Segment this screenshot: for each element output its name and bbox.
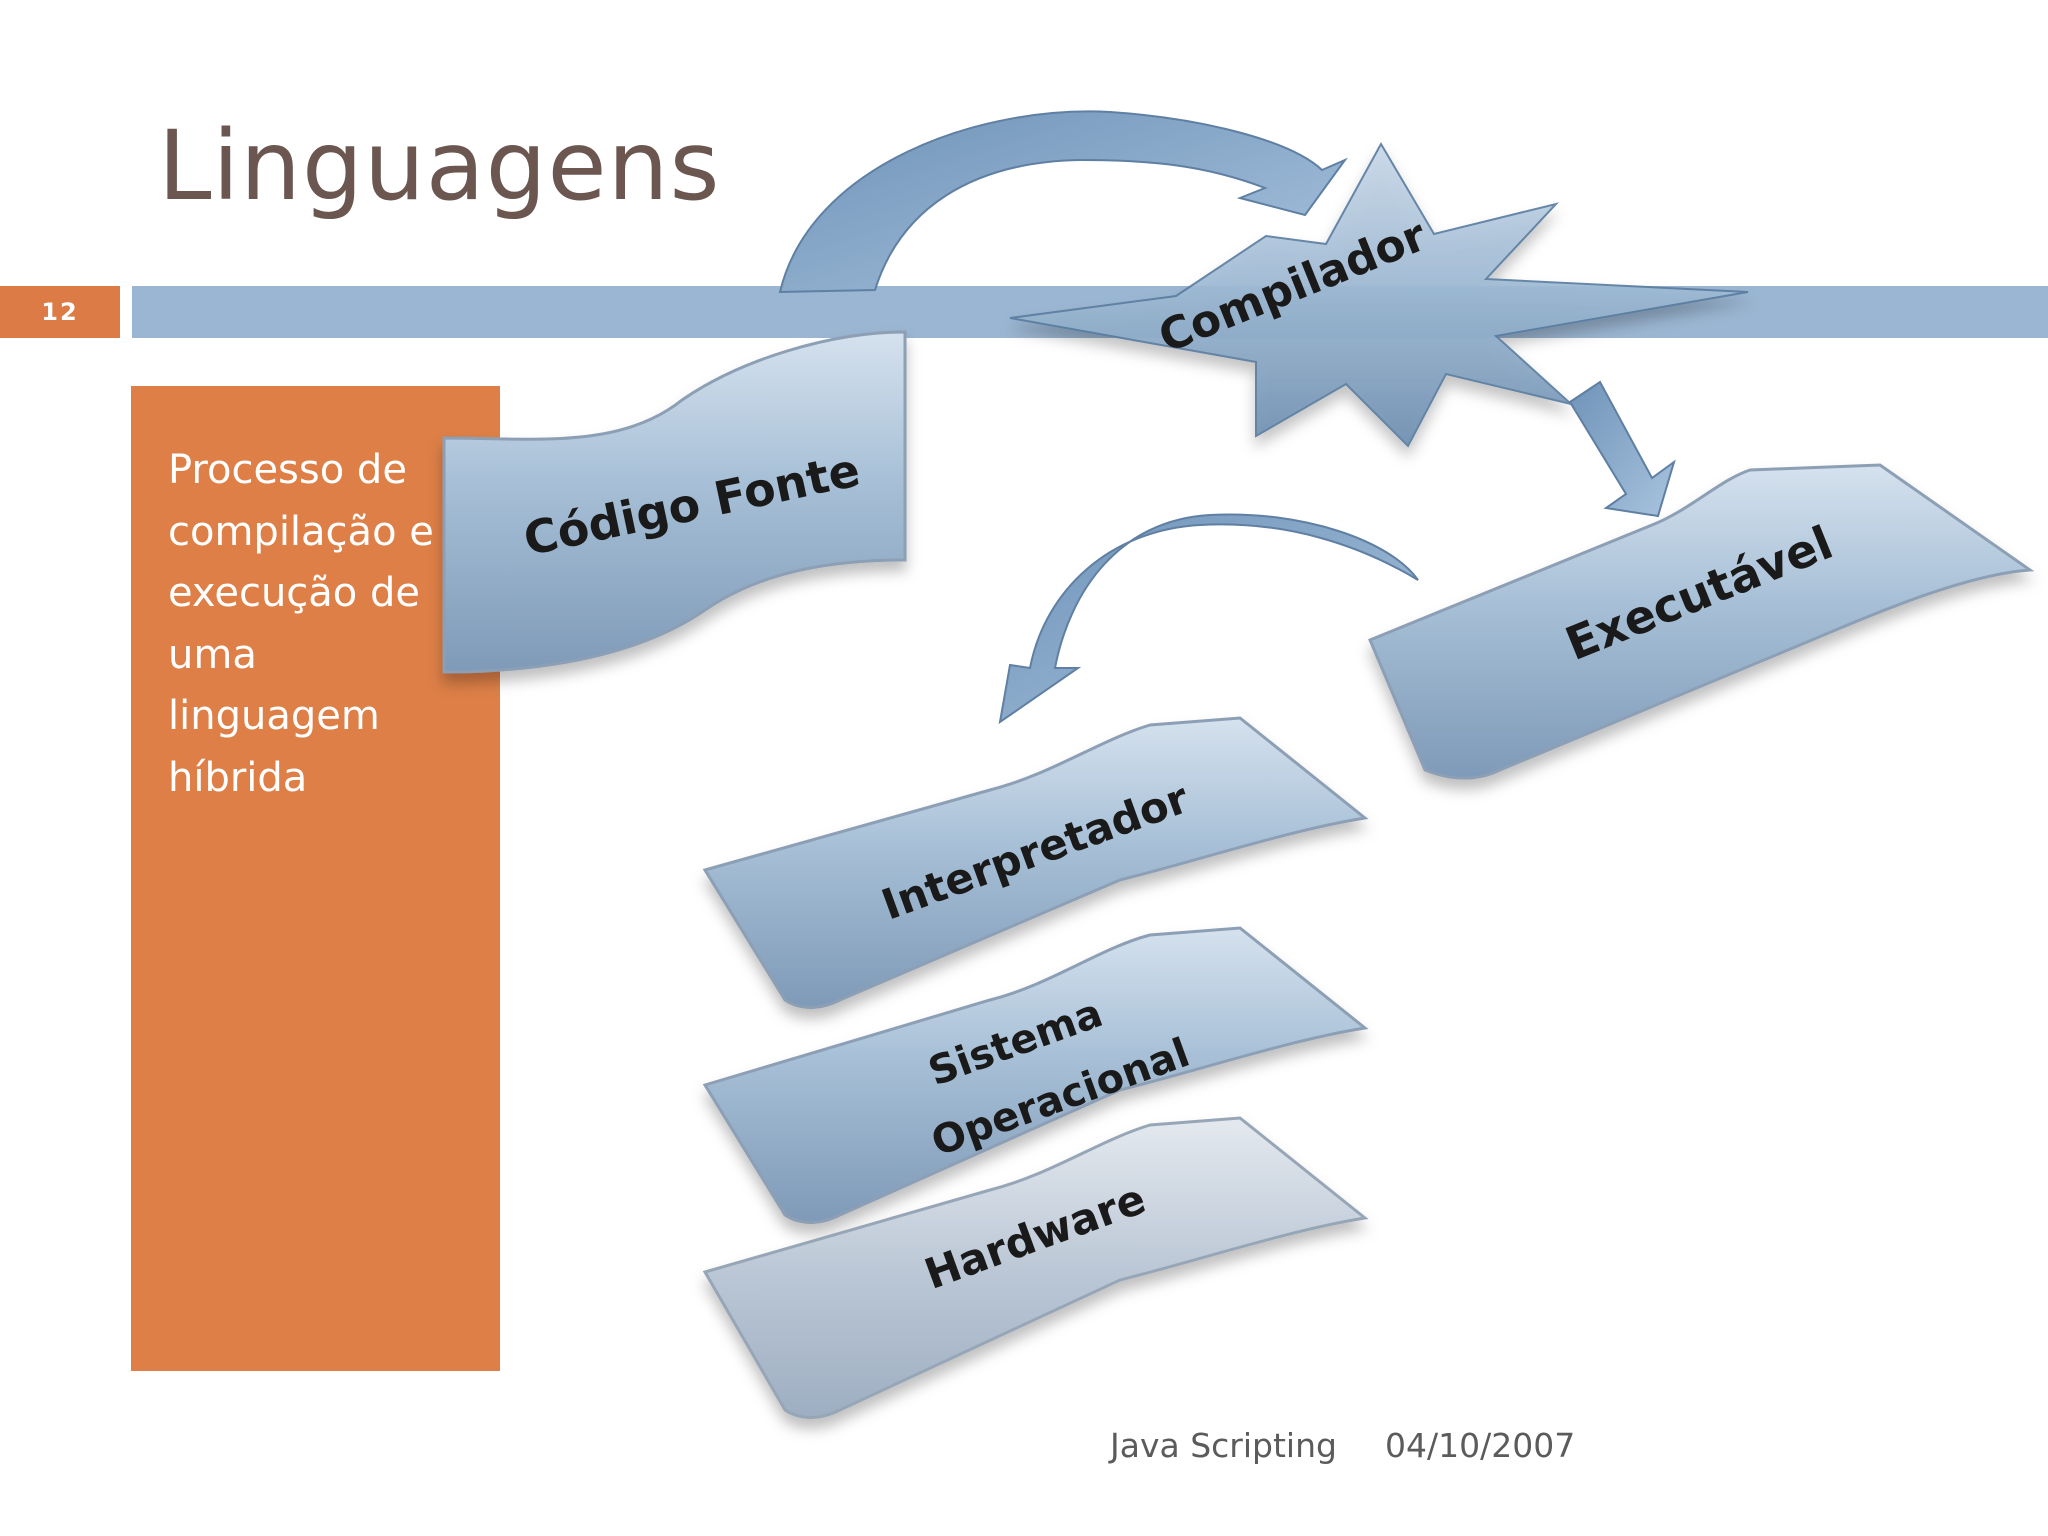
- side-line: híbrida: [168, 754, 308, 801]
- operating-system-panel: [702, 926, 1369, 1224]
- slide-number: 12: [0, 286, 120, 338]
- source-code-panel: [442, 330, 907, 674]
- side-panel: [131, 386, 500, 1371]
- side-line: uma: [168, 631, 257, 678]
- hardware-panel: [702, 1116, 1369, 1419]
- slide-title: Linguagens: [158, 110, 721, 222]
- side-line: compilação e: [168, 508, 434, 555]
- footer-date: 04/10/2007: [1385, 1426, 1576, 1465]
- footer-title: Java Scripting: [1110, 1426, 1337, 1465]
- arrow-to-interpreter: [998, 513, 1419, 725]
- compiler-star: [1009, 141, 1749, 448]
- side-line: Processo de: [168, 447, 407, 493]
- interpreter-panel: [702, 716, 1369, 1009]
- side-line: linguagem: [168, 693, 380, 739]
- arrow-source-to-compiler: [778, 110, 1348, 294]
- arrow-compiler-to-executable: [1568, 380, 1676, 518]
- executable-panel: [1368, 463, 2035, 780]
- side-line: execução de: [168, 570, 420, 616]
- side-text: Processo de compilação e execução de uma…: [168, 440, 468, 809]
